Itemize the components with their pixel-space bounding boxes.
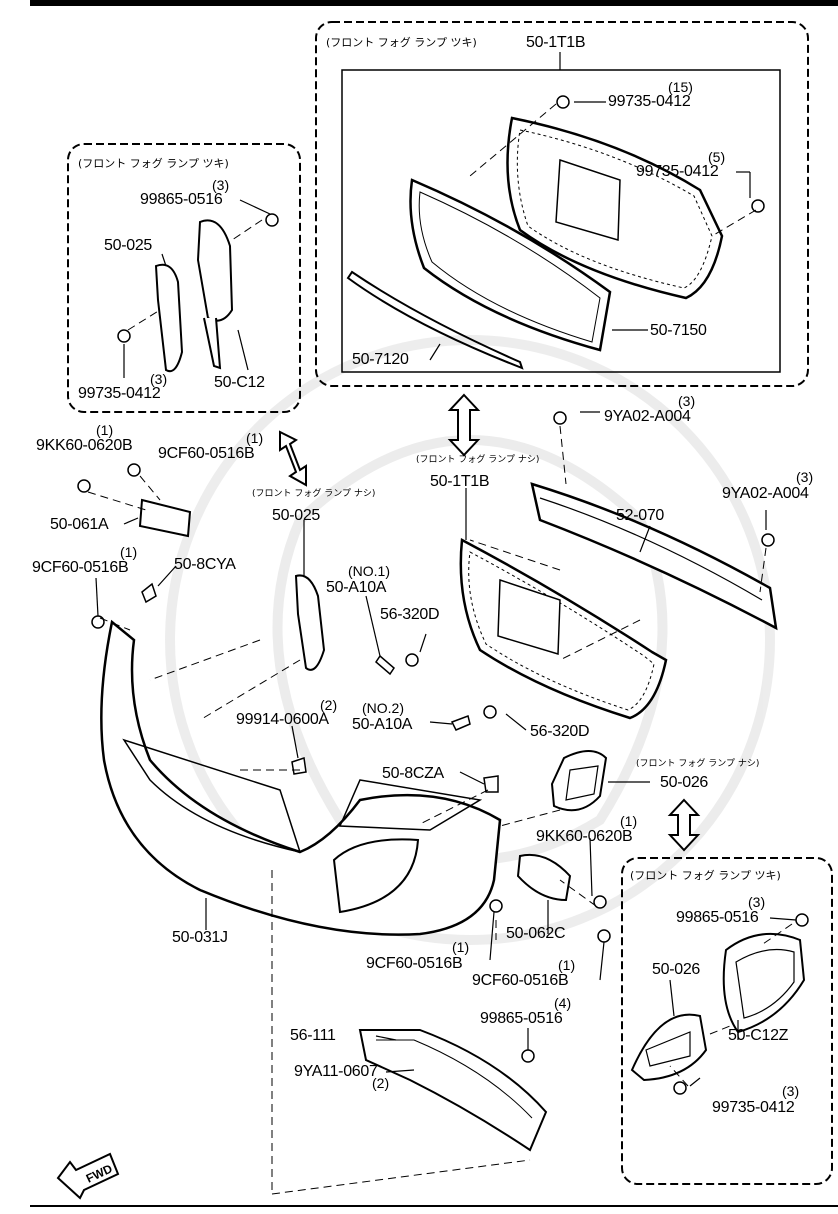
part-label-99865-0516-b: 99865-0516 bbox=[480, 1010, 563, 1027]
part-label-50-062C: 50-062C bbox=[506, 925, 566, 942]
part-label-50-8CZA: 50-8CZA bbox=[382, 765, 444, 782]
part-label-50-031J: 50-031J bbox=[172, 929, 228, 946]
part-label-50-061A: 50-061A bbox=[50, 516, 109, 533]
part-label-99735-0412-b: 99735-0412 bbox=[636, 163, 719, 180]
label-no1: (NO.1) bbox=[348, 563, 390, 579]
part-label-50-1T1B-top: 50-1T1B bbox=[526, 34, 586, 51]
screw-icon bbox=[413, 895, 611, 1077]
part-label-9CF60-0516B-a: 9CF60-0516B bbox=[158, 445, 255, 462]
part-label-99735-0412-left: 99735-0412 bbox=[78, 385, 161, 402]
qty-99914-0600A: (2) bbox=[320, 697, 338, 713]
grille-molding-7150 bbox=[409, 178, 612, 352]
qty-99735-0412-b: (5) bbox=[708, 149, 726, 165]
part-label-52-070: 52-070 bbox=[616, 507, 665, 524]
part-label-9KK60-0620B-left: 9KK60-0620B bbox=[36, 437, 133, 454]
bolt-icon bbox=[553, 411, 775, 547]
part-label-99865-0516-left: 99865-0516 bbox=[140, 191, 223, 208]
part-label-50-026-right: 50-026 bbox=[652, 961, 701, 978]
top-border bbox=[30, 0, 838, 6]
part-label-50-C12: 50-C12 bbox=[214, 374, 265, 391]
qty-9YA02-A004-b: (3) bbox=[796, 469, 814, 485]
screw-icon bbox=[77, 463, 141, 629]
right-option-box bbox=[621, 857, 833, 1185]
double-arrow-icon bbox=[279, 430, 307, 487]
left-option-box bbox=[67, 143, 301, 413]
qty-99735-0412-a: (15) bbox=[668, 79, 693, 95]
part-label-50-7120: 50-7120 bbox=[352, 351, 409, 368]
qty-99865-0516-right: (3) bbox=[748, 894, 766, 910]
clip-icon bbox=[556, 95, 765, 213]
qty-9CF60-0516B-c: (1) bbox=[452, 939, 470, 955]
part-label-9CF60-0516B-c: 9CF60-0516B bbox=[366, 955, 463, 972]
clip-icon bbox=[375, 653, 497, 731]
part-label-56-111: 56-111 bbox=[290, 1027, 336, 1044]
qty-9YA02-A004-a: (3) bbox=[678, 393, 696, 409]
under-guard-56-111 bbox=[358, 1029, 548, 1152]
qty-9KK60-0620B-left: (1) bbox=[96, 422, 114, 438]
label-no2: (NO.2) bbox=[362, 700, 404, 716]
qty-99735-0412-left: (3) bbox=[150, 371, 168, 387]
grille-reinforcement-52-070 bbox=[530, 482, 778, 631]
fog-cover-50-025 bbox=[294, 574, 326, 671]
note-top-box: (フロント フォグ ランプ ツキ) bbox=[326, 36, 477, 49]
qty-9YA11-0607: (2) bbox=[372, 1075, 390, 1091]
screw-icon bbox=[117, 213, 279, 343]
qty-99865-0516-b: (4) bbox=[554, 995, 572, 1011]
part-label-99865-0516-right: 99865-0516 bbox=[676, 909, 759, 926]
part-label-99735-0412-a: 99735-0412 bbox=[608, 93, 691, 110]
note-right-box: (フロント フォグ ランプ ツキ) bbox=[630, 869, 781, 882]
note-mid-grille: (フロント フォグ ランプ ナシ) bbox=[416, 455, 540, 465]
note-mid-cover-left: (フロント フォグ ランプ ナシ) bbox=[252, 489, 376, 499]
part-label-50-025-mid: 50-025 bbox=[272, 507, 321, 524]
part-label-9CF60-0516B-d: 9CF60-0516B bbox=[472, 972, 569, 989]
screw-icon bbox=[673, 913, 809, 1095]
qty-9CF60-0516B-a: (1) bbox=[246, 430, 264, 446]
note-left-box: (フロント フォグ ランプ ツキ) bbox=[78, 157, 229, 170]
double-arrow-icon bbox=[447, 393, 481, 457]
grille-with-fog-assembly bbox=[506, 116, 724, 300]
fog-lamp-bezel-left bbox=[154, 219, 234, 373]
qty-9CF60-0516B-d: (1) bbox=[558, 957, 576, 973]
part-label-9YA02-A004-b: 9YA02-A004 bbox=[722, 485, 809, 502]
qty-9CF60-0516B-b: (1) bbox=[120, 544, 138, 560]
part-label-99914-0600A: 99914-0600A bbox=[236, 711, 329, 728]
part-label-9YA11-0607: 9YA11-0607 bbox=[294, 1063, 378, 1080]
top-inner-frame bbox=[341, 69, 781, 373]
dashed-guide-lines bbox=[87, 103, 793, 1195]
qty-99735-0412-right: (3) bbox=[782, 1083, 800, 1099]
part-label-9YA02-A004-a: 9YA02-A004 bbox=[604, 408, 691, 425]
part-label-99735-0412-right: 99735-0412 bbox=[712, 1099, 795, 1116]
qty-9KK60-0620B-right: (1) bbox=[620, 813, 638, 829]
part-label-50-7150: 50-7150 bbox=[650, 322, 707, 339]
part-label-50-1T1B-mid: 50-1T1B bbox=[430, 473, 490, 490]
part-label-50-026-mid: 50-026 bbox=[660, 774, 709, 791]
qty-99865-0516-left: (3) bbox=[212, 177, 230, 193]
bracket-50-062C bbox=[516, 854, 572, 902]
grille-molding-7120 bbox=[346, 270, 524, 370]
part-label-50-C12Z: 50-C12Z bbox=[728, 1027, 789, 1044]
part-label-50-A10A-2: 50-A10A bbox=[352, 716, 413, 733]
fog-cover-50-026 bbox=[550, 750, 608, 812]
part-label-56-320D-2: 56-320D bbox=[530, 723, 590, 740]
front-bumper-50-031J bbox=[100, 619, 502, 936]
double-arrow-icon bbox=[667, 798, 701, 852]
leader-lines bbox=[95, 52, 797, 1087]
part-label-50-025-left: 50-025 bbox=[104, 237, 153, 254]
grille-no-fog bbox=[459, 538, 668, 720]
part-label-56-320D-1: 56-320D bbox=[380, 606, 440, 623]
part-label-50-8CYA: 50-8CYA bbox=[174, 556, 236, 573]
part-label-9KK60-0620B-right: 9KK60-0620B bbox=[536, 828, 633, 845]
fog-lamp-bezel-right bbox=[630, 932, 806, 1082]
part-label-9CF60-0516B-b: 9CF60-0516B bbox=[32, 559, 129, 576]
note-mid-cover-right: (フロント フォグ ランプ ナシ) bbox=[636, 759, 760, 769]
top-option-box bbox=[315, 21, 809, 387]
part-label-50-A10A-1: 50-A10A bbox=[326, 579, 387, 596]
bracket-50-061A bbox=[138, 498, 192, 538]
fwd-arrow-icon: FWD bbox=[56, 1152, 120, 1200]
